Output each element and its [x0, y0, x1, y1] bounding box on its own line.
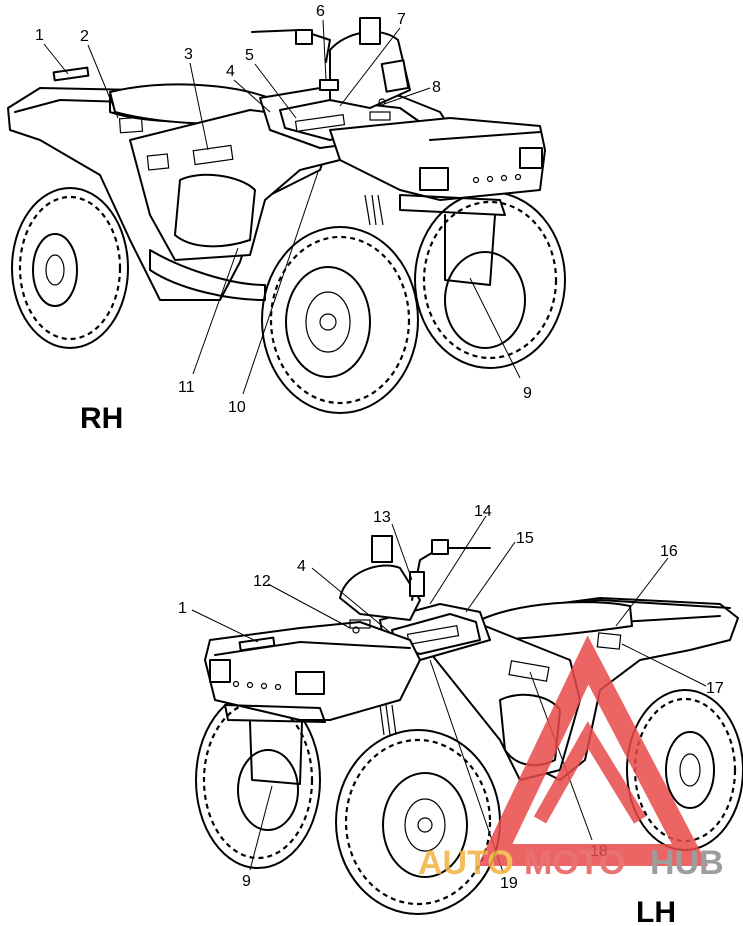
watermark-text-hub: HUB — [650, 844, 724, 882]
lh-callout-13: 13 — [373, 509, 391, 526]
rh-callout-3: 3 — [184, 46, 193, 63]
rh-callout-9: 9 — [523, 385, 532, 402]
lh-callout-17: 17 — [706, 680, 724, 697]
rh-rear-wheel — [11, 187, 129, 349]
rh-callout-10: 10 — [228, 399, 246, 416]
rh-callout-8: 8 — [432, 79, 441, 96]
lh-near-front-wheel — [335, 729, 501, 915]
rh-callout-1: 1 — [35, 27, 44, 44]
lh-headlight-pod — [339, 564, 421, 621]
rh-front-rack — [329, 117, 546, 201]
rh-front-wheel — [261, 226, 419, 414]
rh-handlebar — [251, 29, 331, 63]
lh-callout-16: 16 — [660, 543, 678, 560]
lh-callout-1: 1 — [178, 600, 187, 617]
lh-callout-4: 4 — [297, 558, 306, 575]
lh-callout-12: 12 — [253, 573, 271, 590]
rh-callout-4: 4 — [226, 63, 235, 80]
lh-callout-15: 15 — [516, 530, 534, 547]
lh-side-label: LH — [636, 896, 676, 926]
rh-callout-5: 5 — [245, 47, 254, 64]
rh-callout-11: 11 — [178, 379, 195, 396]
rh-callout-6: 6 — [316, 3, 325, 20]
rh-side-label: RH — [80, 402, 123, 435]
lh-callout-9: 9 — [242, 873, 251, 890]
automotohub-watermark: AUTO MOTO HUB — [418, 635, 724, 882]
rh-callout-7: 7 — [397, 11, 406, 28]
watermark-logo-icon — [477, 635, 709, 866]
lh-callout-14: 14 — [474, 503, 492, 520]
atv-right-side-view — [7, 17, 566, 414]
rh-callouts: 1 2 3 4 5 6 7 8 9 10 11 — [35, 3, 532, 416]
lh-callout-19: 19 — [500, 875, 518, 892]
rh-callout-2: 2 — [80, 28, 89, 45]
lh-leader-lines — [191, 515, 707, 873]
rh-leader-lines — [43, 19, 521, 395]
watermark-text-moto: MOTO — [524, 844, 625, 882]
watermark-text-auto: AUTO — [418, 844, 514, 882]
